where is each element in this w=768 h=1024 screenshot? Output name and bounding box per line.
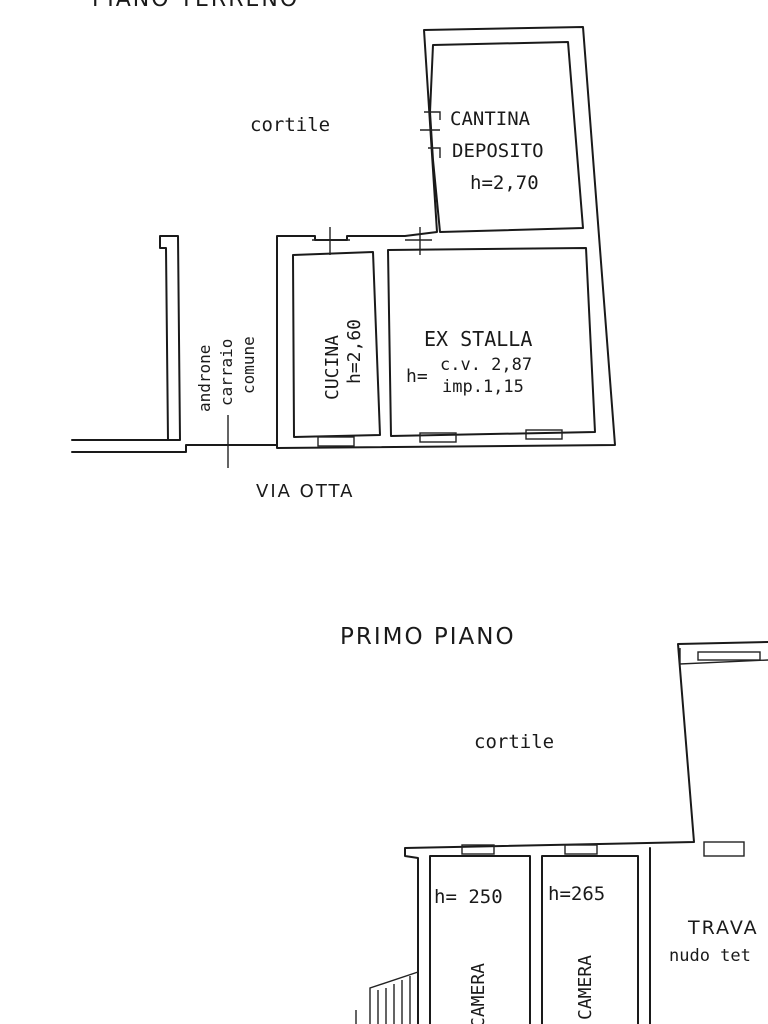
room2-window — [564, 844, 598, 855]
room1-label: CAMERA — [468, 963, 489, 1024]
stable-height-imp: imp.1,15 — [442, 377, 524, 397]
ground-floor-outline — [276, 26, 616, 449]
room2-label: CAMERA — [575, 955, 596, 1020]
room2-height: h=265 — [548, 883, 605, 905]
ground-floor-title: PIANO TERRENO — [92, 0, 299, 12]
street-label: VIA OTTA — [256, 481, 354, 502]
cellar-room-outline — [429, 41, 584, 233]
stable-door-mark — [405, 227, 432, 255]
street-line — [71, 439, 278, 453]
cellar-height: h=2,70 — [470, 172, 539, 194]
stable-window-left — [419, 432, 457, 443]
cellar-label-1: CANTINA — [450, 108, 531, 130]
passage-label-1: androne — [195, 345, 214, 412]
first-floor-right-wing — [404, 641, 768, 1024]
stable-height-cv: c.v. 2,87 — [440, 355, 532, 375]
kitchen-height: h=2,60 — [344, 319, 365, 384]
staircase — [355, 971, 419, 1024]
ground-floor-plan: PIANO TERRENO cortile CANTINA DEPOSITO h… — [71, 0, 616, 502]
stable-height-prefix: h= — [406, 366, 428, 387]
room2-outline — [541, 855, 639, 1024]
passage-left-wall — [159, 235, 181, 441]
cellar-label-2: DEPOSITO — [452, 140, 544, 162]
ground-courtyard-label: cortile — [250, 114, 330, 136]
passage-label-3: comune — [239, 336, 258, 394]
attic-hatch — [703, 841, 745, 857]
kitchen-window — [317, 436, 355, 447]
upper-window — [697, 651, 761, 661]
stable-label: EX STALLA — [424, 327, 532, 351]
first-floor-title: PRIMO PIANO — [340, 624, 516, 650]
room1-outline — [429, 855, 531, 1024]
stable-window-right — [525, 429, 563, 440]
room1-height: h= 250 — [434, 886, 503, 908]
stable-room-outline — [387, 247, 596, 437]
first-floor-plan: PRIMO PIANO cortile h= 250 CAMERA h=265 … — [340, 624, 768, 1024]
first-floor-right-wing-inner — [679, 648, 768, 665]
room1-window — [461, 844, 495, 855]
attic-label: TRAVA — [687, 917, 759, 939]
kitchen-label: CUCINA — [322, 335, 343, 400]
cellar-door-mark — [420, 111, 441, 158]
passage-label-2: carraio — [217, 339, 236, 406]
kitchen-door-mark — [312, 227, 350, 255]
kitchen-room-outline — [292, 251, 381, 438]
first-courtyard-label: cortile — [474, 731, 554, 753]
attic-note: nudo tet — [669, 946, 751, 966]
